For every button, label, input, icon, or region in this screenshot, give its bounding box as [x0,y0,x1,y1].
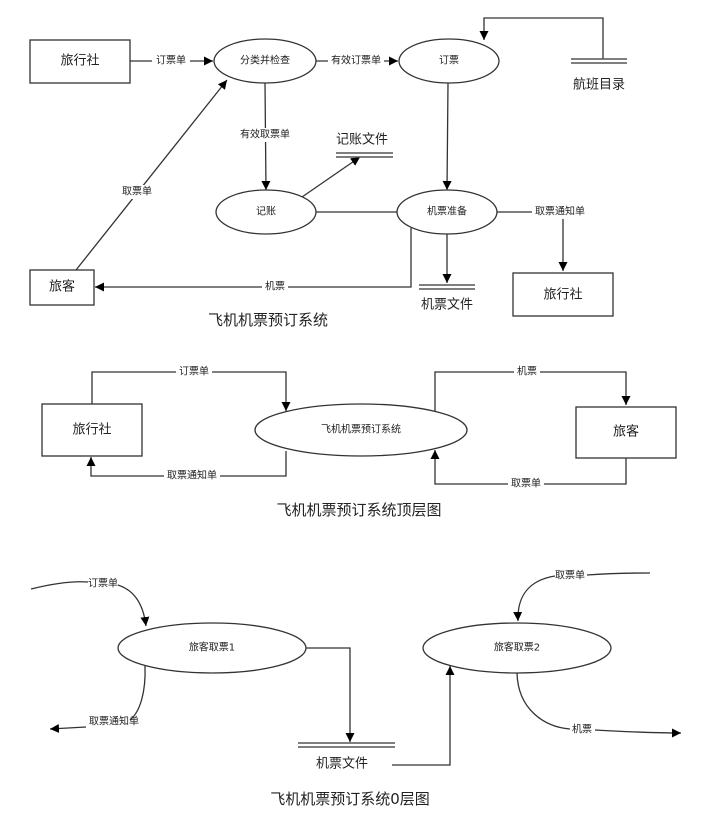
process-label: 订票 [439,55,459,67]
entity-label: 旅行社 [72,422,111,438]
flow-label: 取票通知单 [167,469,217,482]
process-classify-check[interactable]: 分类并检查 [213,38,317,84]
flow-label: 订票单 [156,55,186,67]
process-label: 飞机机票预订系统 [321,423,401,436]
entity-travel-agency-top[interactable]: 旅行社 [29,39,131,84]
flow-label: 有效订票单 [331,54,381,67]
process-label: 记账 [256,206,276,218]
store-ticket-file[interactable]: 机票文件 [298,742,395,772]
flow-label: 取票通知单 [89,715,139,728]
flow-label: 有效取票单 [240,128,290,141]
flow-booking-to-prep[interactable] [442,82,452,191]
flow-label: 机票 [517,365,537,378]
store-label: 记账文件 [336,133,388,148]
flow-order-form[interactable]: 订票单 [91,365,291,411]
process-label: 旅客取票1 [189,641,235,654]
flow-label: 机票 [265,280,285,293]
flow-label: 取票单 [122,186,152,198]
process-label: 旅客取票2 [494,641,540,654]
diagram-caption: 飞机机票预订系统0层图 [270,790,430,808]
store-accounting-file[interactable]: 记账文件 [301,133,393,198]
diagram-booking-system: 旅行社 订票单 分类并检查 有效订票单 订票 航班目录 [29,17,627,329]
process-label: 分类并检查 [240,54,290,67]
diagram-context-level: 旅行社 飞机机票预订系统 旅客 订票单 取票通知单 机票 [41,365,677,519]
entity-passenger[interactable]: 旅客 [575,406,677,459]
flow-label: 机票 [572,723,592,736]
process-booking[interactable]: 订票 [398,38,500,84]
flow-valid-cancel[interactable]: 有效取票单 [236,82,294,191]
flow-ticket[interactable]: 机票 [516,672,682,738]
flow-order-form[interactable]: 订票单 [130,54,213,68]
process-booking-system[interactable]: 飞机机票预订系统 [254,403,468,457]
flow-cancel-notice[interactable]: 取票通知单 [49,665,146,733]
process-accounting[interactable]: 记账 [215,189,317,235]
flow-cancel-form[interactable]: 取票单 [75,79,228,271]
store-flight-catalog[interactable]: 航班目录 [479,17,627,93]
process-ticket-prep[interactable]: 机票准备 [396,189,498,235]
entity-label: 旅行社 [60,53,99,69]
entity-travel-agency-bottom[interactable]: 旅行社 [512,272,614,317]
flow-valid-order[interactable]: 有效订票单 [316,54,398,69]
flow-order-form[interactable]: 订票单 [30,578,150,627]
process-passenger-pickup-2[interactable]: 旅客取票2 [422,622,612,674]
store-label: 机票文件 [316,757,368,772]
diagram-caption: 飞机机票预订系统 [208,311,328,329]
flow-label: 订票单 [88,578,118,590]
store-ticket-file[interactable]: 机票文件 [419,234,475,313]
entity-label: 旅客 [49,279,75,295]
diagram-caption: 飞机机票预订系统顶层图 [276,501,441,519]
entity-passenger[interactable]: 旅客 [29,269,95,306]
process-label: 机票准备 [427,205,467,218]
flow-label: 取票通知单 [535,205,585,218]
entity-travel-agency[interactable]: 旅行社 [41,403,143,457]
flow-ticket[interactable]: 机票 [434,365,631,412]
store-label: 机票文件 [421,298,473,313]
flow-label: 订票单 [179,366,209,378]
flow-cancel-notice[interactable]: 取票通知单 [497,205,588,272]
flow-store-to-p2[interactable] [392,666,455,766]
flow-cancel-form[interactable]: 取票单 [513,570,651,622]
flow-p1-to-store[interactable] [306,647,355,742]
flow-label: 取票单 [555,570,585,582]
entity-label: 旅行社 [543,287,582,303]
flow-cancel-notice[interactable]: 取票通知单 [86,451,287,483]
entity-label: 旅客 [613,424,639,440]
flow-ticket[interactable]: 机票 [95,228,412,294]
flow-cancel-form[interactable]: 取票单 [430,450,627,491]
diagram-level-0: 旅客取票1 订票单 取票通知单 机票文件 旅客取票2 [30,570,682,808]
flow-label: 取票单 [511,478,541,490]
process-passenger-pickup-1[interactable]: 旅客取票1 [117,622,307,674]
store-label: 航班目录 [573,77,625,93]
